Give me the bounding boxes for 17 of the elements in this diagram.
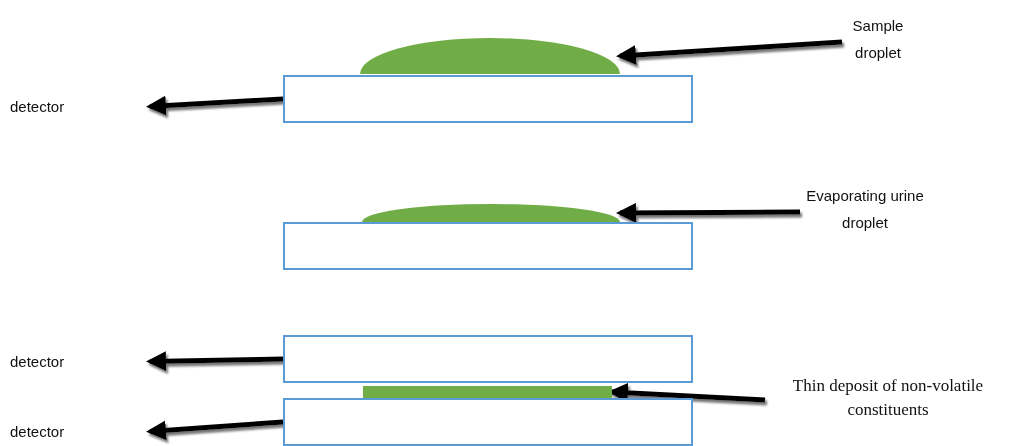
detector-slab [283, 398, 693, 446]
callout-text: detector [10, 418, 150, 445]
detector-slab [283, 335, 693, 383]
callout-text: detector [10, 93, 150, 120]
deposit-layer [363, 386, 612, 398]
callout-text: Sample droplet [842, 12, 914, 72]
leader-arrow [146, 419, 284, 441]
callout-text: detector [10, 348, 150, 375]
leader-arrow [616, 39, 843, 65]
detector-slab [283, 222, 693, 270]
callout-text: Thin deposit of non-volatile constituents [765, 374, 1011, 426]
droplet-shape [362, 204, 620, 222]
callout-text: Evaporating urine droplet [800, 182, 930, 242]
leader-arrow [616, 202, 800, 223]
detector-slab [283, 75, 693, 123]
leader-arrow [146, 351, 284, 372]
leader-arrow [146, 95, 284, 116]
